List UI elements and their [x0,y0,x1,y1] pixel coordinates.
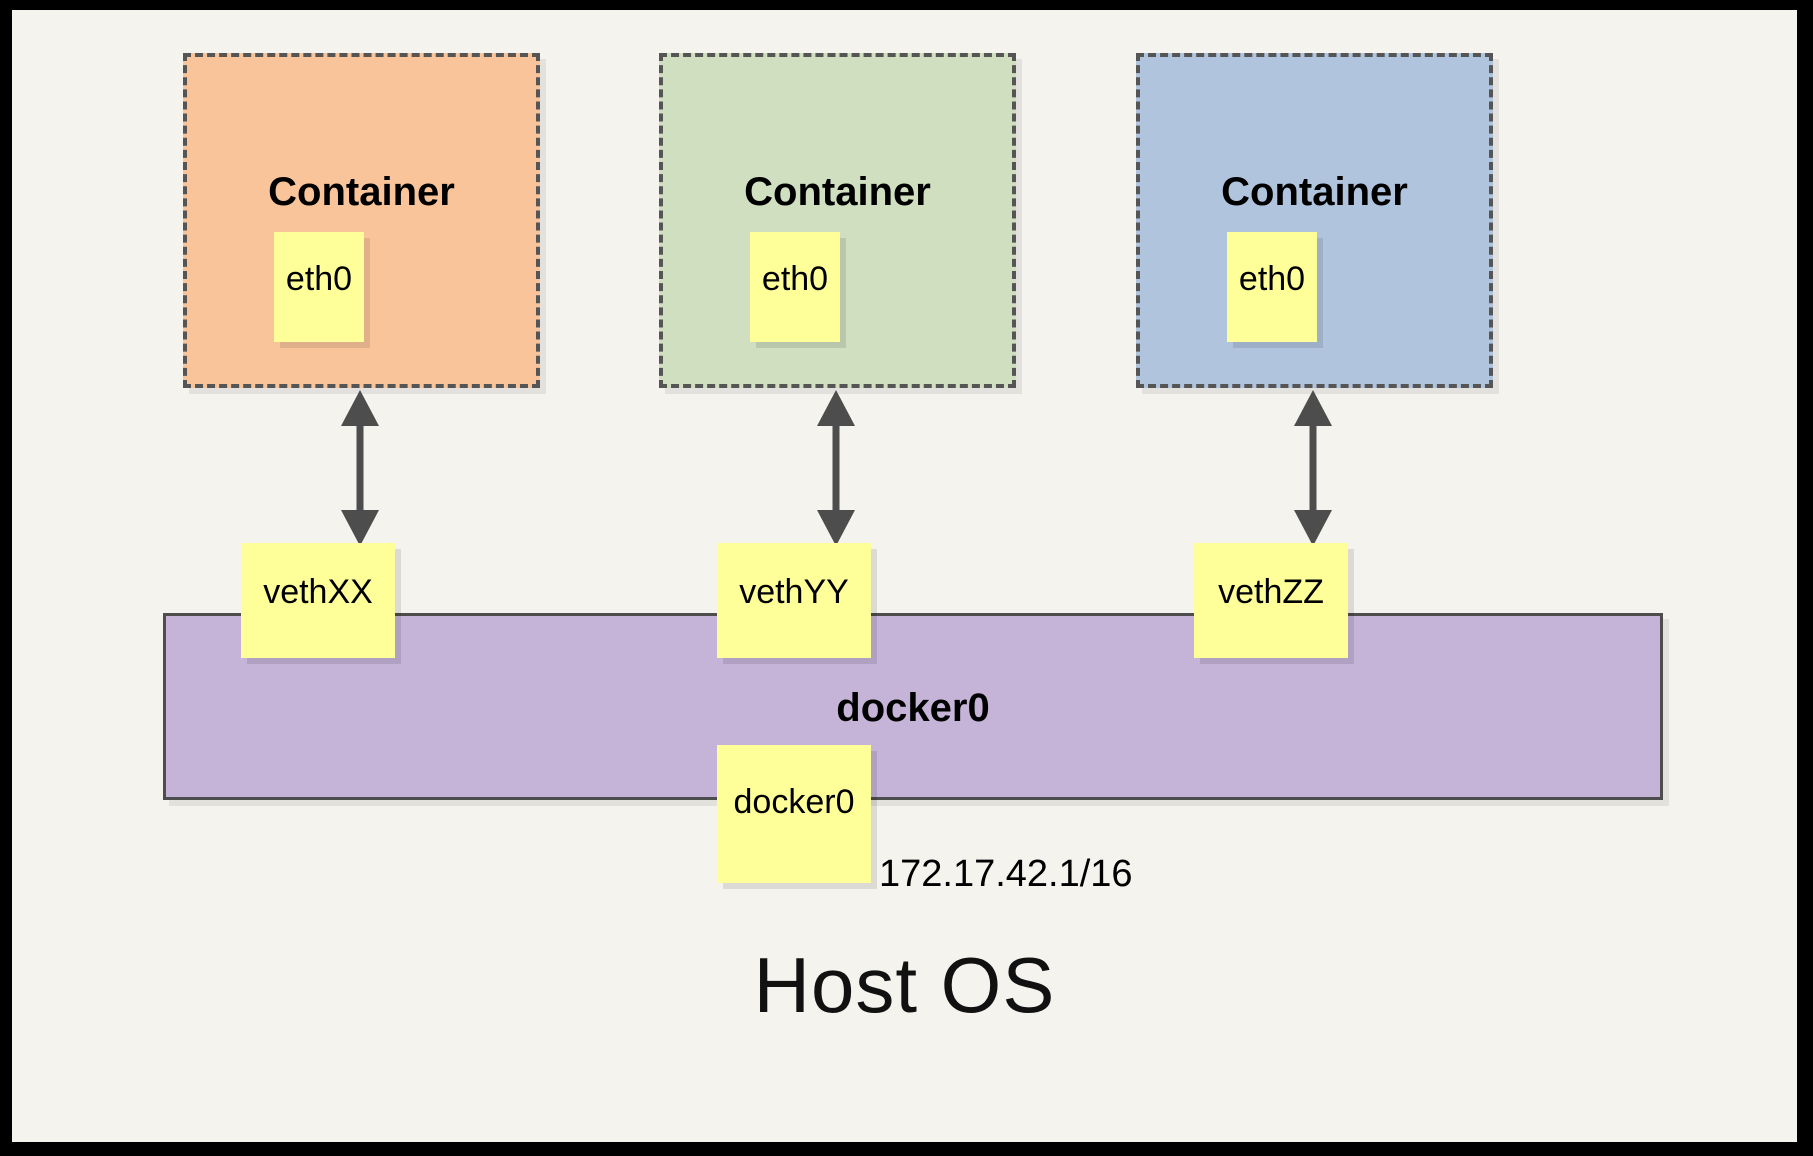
veth-label-2: vethYY [739,573,849,611]
container-eth0-label-3: eth0 [1238,260,1306,298]
veth-link-arrow-2 [813,388,859,548]
docker0-bridge-label: docker0 [836,686,990,730]
veth-label-1: vethXX [263,573,373,611]
veth-box-3[interactable]: vethZZ [1194,543,1348,658]
container-label-2: Container [744,170,931,214]
veth-label-3: vethZZ [1218,573,1324,611]
veth-link-arrow-3 [1290,388,1336,548]
docker0-interface-box[interactable]: docker0 [717,745,871,883]
container-label-1: Container [268,170,455,214]
container-eth0-box-2[interactable]: eth0 [750,232,840,342]
host-os-label: Host OS [753,941,1056,1029]
container-eth0-label-2: eth0 [761,260,829,298]
veth-box-1[interactable]: vethXX [241,543,395,658]
veth-link-arrow-1 [337,388,383,548]
veth-box-2[interactable]: vethYY [717,543,871,658]
diagram-stage: Container eth0 Container eth0 Container … [12,10,1797,1142]
docker0-interface-label: docker0 [733,783,855,821]
container-label-3: Container [1221,170,1408,214]
docker0-ip-label: 172.17.42.1/16 [879,853,1133,895]
container-eth0-box-1[interactable]: eth0 [274,232,364,342]
docker0-bridge-bar[interactable] [163,613,1663,800]
container-eth0-box-3[interactable]: eth0 [1227,232,1317,342]
container-eth0-label-1: eth0 [285,260,353,298]
